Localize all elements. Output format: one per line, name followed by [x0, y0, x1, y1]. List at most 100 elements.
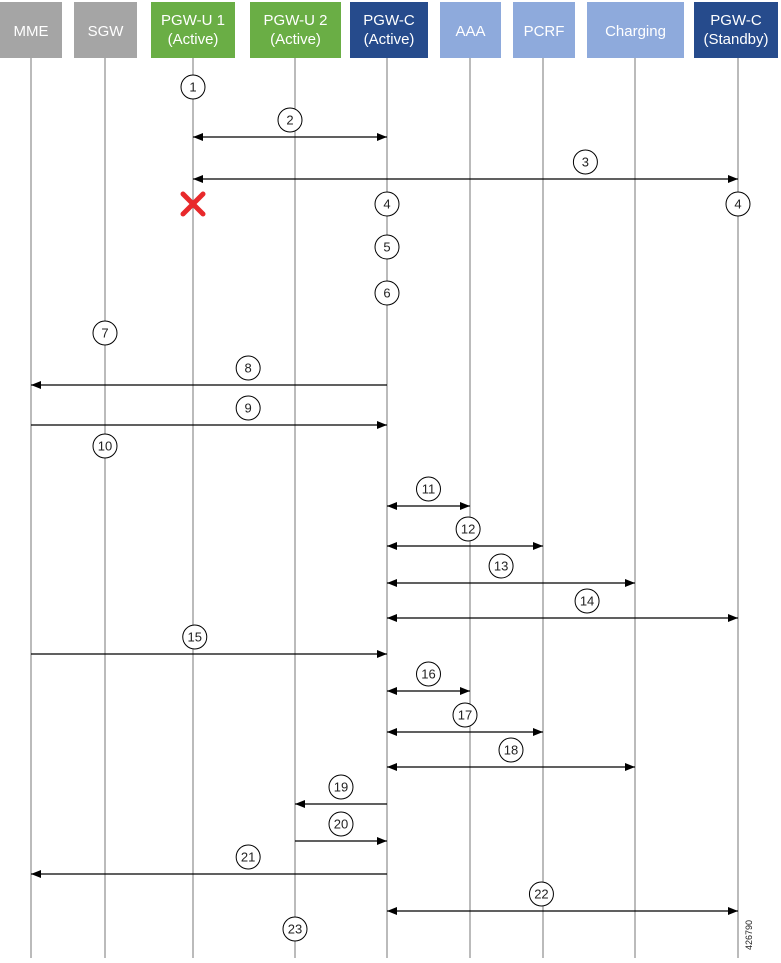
header-label-pcrf: PCRF [524, 23, 565, 40]
step-number: 21 [241, 850, 255, 865]
step-circle [92, 320, 118, 346]
header-box-aaa [440, 2, 501, 58]
step-marker-5: 5 [374, 234, 400, 260]
step-marker-16: 16 [416, 661, 441, 687]
step-number: 16 [421, 667, 435, 682]
step-circle [282, 916, 308, 942]
header-label-pgwu1: PGW-U 1 [161, 12, 225, 29]
step-circle [725, 191, 751, 217]
step-circle [572, 149, 598, 175]
step-marker-14: 14 [574, 588, 600, 614]
step-number: 19 [334, 780, 348, 795]
step-marker-10: 10 [92, 433, 118, 459]
header-aaa: AAA [440, 2, 501, 58]
step-number: 23 [288, 922, 302, 937]
step-circle [488, 553, 514, 579]
step-circle [374, 234, 400, 260]
failure-marker [180, 191, 206, 217]
step-number: 5 [383, 240, 390, 255]
header-label-pgwc_active: PGW-C [363, 12, 415, 29]
header-box-pgwu1 [151, 2, 235, 58]
step-circle [416, 661, 441, 687]
step-marker-19: 19 [328, 774, 354, 800]
step-marker-21: 21 [235, 844, 261, 870]
step-marker-11: 11 [416, 476, 441, 502]
step-circle [374, 191, 400, 217]
header-label-mme: MME [14, 23, 49, 40]
step-number: 22 [534, 887, 548, 902]
header-label-pgwc_standby: (Standby) [703, 31, 768, 48]
header-pgwu2: PGW-U 2 (Active) [250, 2, 341, 58]
header-box-pgwu2 [250, 2, 341, 58]
header-box-sgw [74, 2, 137, 58]
step-number: 2 [286, 113, 293, 128]
step-circle [416, 476, 441, 502]
step-marker-8: 8 [235, 355, 261, 381]
header-pgwc_standby: PGW-C (Standby) [694, 2, 778, 58]
step-marker-18: 18 [498, 737, 524, 763]
step-number: 18 [504, 743, 518, 758]
step-marker-23: 23 [282, 916, 308, 942]
header-pcrf: PCRF [513, 2, 575, 58]
step-circle [277, 107, 303, 133]
header-label-pgwc_active: (Active) [364, 31, 415, 48]
step-marker-15: 15 [182, 624, 208, 650]
step-number: 6 [383, 286, 390, 301]
step-circle [498, 737, 524, 763]
header-charging: Charging [587, 2, 684, 58]
step-number: 3 [582, 155, 589, 170]
header-label-sgw: SGW [88, 23, 125, 40]
header-box-mme [0, 2, 62, 58]
header-pgwu1: PGW-U 1(Active) [151, 2, 235, 58]
step-circle [574, 588, 600, 614]
header-label-pgwc_standby: PGW-C [710, 12, 762, 29]
header-box-charging [587, 2, 684, 58]
step-number: 12 [461, 522, 475, 537]
step-number: 9 [245, 401, 252, 416]
header-box-pgwc_standby [694, 2, 778, 58]
header-pgwc_active: PGW-C (Active) [350, 2, 428, 58]
step-marker-3: 3 [572, 149, 598, 175]
figure-id: 426790 [744, 920, 754, 950]
message-arrows [31, 133, 738, 915]
header-label-pgwu2: (Active) [270, 31, 321, 48]
step-marker-7: 7 [92, 320, 118, 346]
step-marker-13: 13 [488, 553, 514, 579]
step-circle [235, 395, 261, 421]
step-marker-4: 4 [374, 191, 400, 217]
step-number: 13 [494, 559, 508, 574]
step-number: 4 [734, 197, 741, 212]
step-number: 17 [458, 708, 472, 723]
step-marker-2: 2 [277, 107, 303, 133]
step-number: 7 [101, 326, 108, 341]
step-number: 10 [98, 439, 112, 454]
step-number: 15 [188, 630, 202, 645]
step-circle [328, 811, 354, 837]
step-marker-4: 4 [725, 191, 751, 217]
header-label-pgwu2: PGW-U 2 [264, 12, 328, 29]
red-x-failure-icon [180, 191, 206, 217]
step-circle [452, 702, 478, 728]
step-number: 14 [580, 594, 594, 609]
step-number: 4 [383, 197, 390, 212]
step-circle [455, 516, 481, 542]
step-marker-1: 1 [180, 74, 206, 100]
step-circle [182, 624, 208, 650]
step-circle [328, 774, 354, 800]
step-marker-20: 20 [328, 811, 354, 837]
step-marker-17: 17 [452, 702, 478, 728]
step-circle [235, 355, 261, 381]
step-circle [180, 74, 206, 100]
step-circle [374, 280, 400, 306]
header-box-pgwc_active [350, 2, 428, 58]
header-box-pcrf [513, 2, 575, 58]
step-circle [92, 433, 118, 459]
header-label-charging: Charging [605, 23, 666, 40]
header-label-aaa: AAA [455, 23, 485, 40]
step-marker-12: 12 [455, 516, 481, 542]
step-circle [528, 881, 554, 907]
header-sgw: SGW [74, 2, 137, 58]
